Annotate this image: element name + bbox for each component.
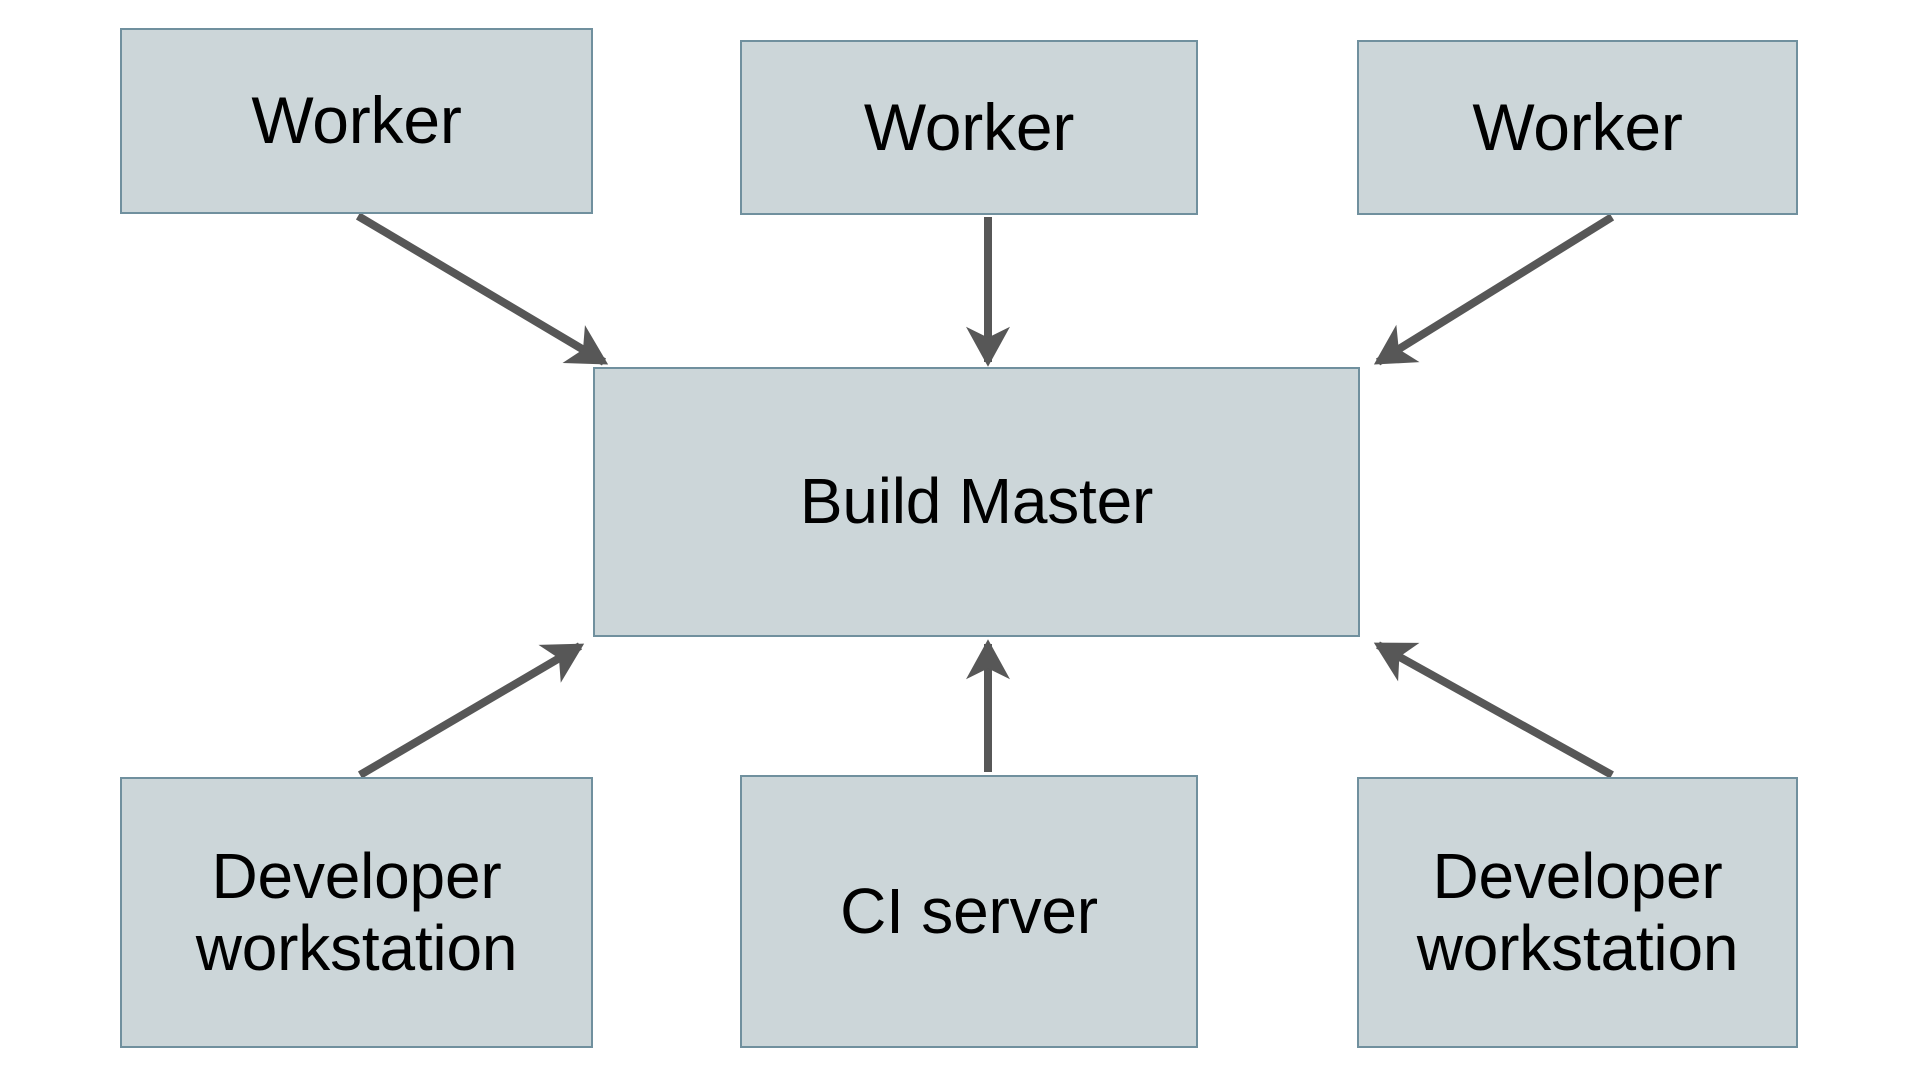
node-developer-workstation-left[interactable]: Developer workstation	[120, 777, 593, 1048]
node-build-master-label: Build Master	[799, 465, 1154, 538]
node-build-master[interactable]: Build Master	[593, 367, 1360, 637]
node-developer-workstation-right[interactable]: Developer workstation	[1357, 777, 1798, 1048]
node-developer-workstation-right-label: Developer workstation	[1416, 839, 1739, 984]
edge-worker3-to-buildmaster	[1373, 213, 1615, 366]
node-worker-1-label: Worker	[251, 83, 462, 158]
node-ci-server-label: CI server	[840, 874, 1098, 947]
node-worker-1[interactable]: Worker	[120, 28, 593, 214]
node-worker-3-label: Worker	[1472, 89, 1683, 164]
node-worker-3[interactable]: Worker	[1357, 40, 1798, 215]
node-developer-workstation-left-label: Developer workstation	[195, 839, 518, 984]
node-worker-2[interactable]: Worker	[740, 40, 1198, 215]
edge-devwsright-to-buildmaster	[1373, 641, 1614, 779]
node-ci-server[interactable]: CI server	[740, 775, 1198, 1048]
node-worker-2-label: Worker	[863, 89, 1075, 164]
edge-devwsleft-to-buildmaster	[357, 642, 585, 779]
edge-worker1-to-buildmaster	[355, 212, 609, 366]
